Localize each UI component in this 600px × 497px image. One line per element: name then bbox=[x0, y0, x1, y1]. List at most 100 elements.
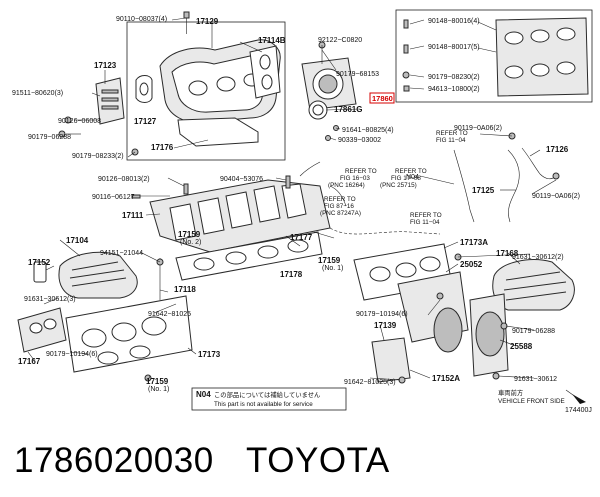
label-17114b: 17114B bbox=[258, 36, 286, 45]
front-direction-english: VEHICLE FRONT SIDE bbox=[498, 398, 565, 405]
highlight-box-17860[interactable] bbox=[369, 92, 395, 104]
label-90179-06288-right: 90179−06288 bbox=[512, 328, 555, 335]
refer-note-fig-11-04-a[interactable]: REFER TO FIG 11−04 bbox=[436, 130, 468, 144]
caption-part-number: 1786020030 bbox=[14, 441, 214, 480]
gasket-17177[interactable] bbox=[175, 231, 323, 281]
gasket-17861G[interactable] bbox=[308, 100, 328, 120]
gasket-17152[interactable] bbox=[33, 261, 47, 283]
label-17176: 17176 bbox=[151, 143, 174, 152]
front-direction-japanese: 車両前方 bbox=[498, 388, 523, 397]
stud-90126-08013[interactable] bbox=[183, 183, 189, 195]
catalytic-converter-25052[interactable] bbox=[397, 271, 469, 353]
svg-text:REFER TO: REFER TO bbox=[410, 212, 442, 219]
label-17129: 17129 bbox=[196, 17, 219, 26]
label-90179-10194-left: 90179−10194(6) bbox=[46, 351, 98, 358]
bolt-90116[interactable] bbox=[131, 194, 141, 199]
label-17159-no1-sub: (No. 1) bbox=[322, 265, 343, 272]
converter-25588[interactable] bbox=[469, 293, 509, 377]
label-90404-53076: 90404−53076 bbox=[220, 176, 263, 183]
figure-id-174400j: 174400J bbox=[565, 407, 592, 414]
washer-90179-10194[interactable] bbox=[436, 292, 444, 300]
washer-90339[interactable] bbox=[325, 135, 331, 141]
label-91631-30612-3: 91631−30612(3) bbox=[24, 296, 76, 303]
caption-brand: TOYOTA bbox=[246, 441, 390, 480]
inset-manifold-gasket[interactable] bbox=[495, 17, 589, 97]
label-91511-80620: 91511−80620(3) bbox=[12, 90, 63, 97]
label-17178: 17178 bbox=[280, 270, 303, 279]
heat-insulator-17104[interactable] bbox=[58, 251, 138, 299]
label-90116-06127: 90116−06127 bbox=[92, 194, 135, 201]
label-90339-03002: 90339−03002 bbox=[338, 137, 381, 144]
label-91641-80825: 91641−80825(4) bbox=[342, 127, 394, 134]
intake-manifold-17129[interactable] bbox=[159, 39, 281, 147]
refer-note-fig-16-03[interactable]: REFER TO FIG 16−03 (PNC 16264) bbox=[328, 168, 377, 189]
label-90110-08037: 90110−08037(4) bbox=[116, 16, 167, 23]
label-17168: 17168 bbox=[496, 249, 519, 258]
label-90126-08013: 90126−08013(2) bbox=[98, 176, 150, 183]
label-90179-68153: 90179−68153 bbox=[336, 71, 379, 78]
refer-note-fig-17-08[interactable]: REFER TO FIG 17−08 (PNC 25715) bbox=[380, 168, 427, 189]
label-17159-no2: 17159 bbox=[178, 230, 201, 239]
hose-17126[interactable] bbox=[521, 147, 557, 180]
inset-fastener-icons bbox=[402, 19, 410, 92]
label-91642-81025-3: 91642−81025(3) bbox=[344, 379, 396, 386]
label-17173: 17173 bbox=[198, 350, 221, 359]
front-direction-arrow-shaft bbox=[565, 389, 581, 401]
intake-manifold-17111[interactable] bbox=[149, 179, 331, 253]
bracket-17139[interactable] bbox=[371, 337, 411, 383]
svg-text:REFER TO: REFER TO bbox=[324, 196, 356, 203]
exhaust-manifold-17167[interactable] bbox=[17, 307, 67, 353]
gasket-17127-hole bbox=[139, 82, 149, 96]
inset-code-90179-08230: 90179−08230(2) bbox=[428, 74, 480, 81]
svg-text:REFER TO: REFER TO bbox=[436, 130, 468, 137]
label-17861g: 17861G bbox=[334, 105, 362, 114]
inset-frame bbox=[395, 9, 593, 103]
label-n04-marker: N04 bbox=[406, 174, 419, 181]
label-90179-10194-right: 90179−10194(6) bbox=[356, 311, 408, 318]
refer-note-fig-87-16[interactable]: REFER TO FIG 87−16 (PNC 87247A) bbox=[320, 196, 361, 217]
label-17167: 17167 bbox=[18, 357, 41, 366]
gasket-17173[interactable] bbox=[65, 295, 193, 373]
inset-code-90148-80017: 90148−80017(5) bbox=[428, 44, 480, 51]
inset-code-90148-80016: 90148−80016(4) bbox=[428, 18, 480, 25]
svg-text:FIG 16−03: FIG 16−03 bbox=[340, 175, 370, 182]
label-17127: 17127 bbox=[134, 117, 157, 126]
label-92122-c0820: 92122−C0820 bbox=[318, 37, 362, 44]
label-17139: 17139 bbox=[374, 321, 397, 330]
label-17123: 17123 bbox=[94, 61, 117, 70]
leader-90404 bbox=[299, 161, 321, 177]
inset-code-94613-10800: 94613−10800(2) bbox=[428, 86, 480, 93]
throttle-body-17860[interactable] bbox=[301, 57, 357, 111]
svg-text:FIG 87−16: FIG 87−16 bbox=[324, 203, 354, 210]
label-17860-highlight[interactable]: 17860 bbox=[372, 94, 393, 103]
bolt-90179-06288[interactable] bbox=[58, 130, 66, 138]
label-91631-30612: 91631−30612 bbox=[514, 376, 557, 383]
label-90179-06288: 90179−06288 bbox=[28, 134, 71, 141]
label-17173a: 17173A bbox=[460, 238, 488, 247]
svg-text:(PNC 25715): (PNC 25715) bbox=[380, 182, 417, 189]
bolt-90110[interactable] bbox=[183, 11, 190, 34]
svg-text:FIG 11−04: FIG 11−04 bbox=[436, 137, 466, 144]
label-90119-bottom: 90119−0A06(2) bbox=[532, 193, 580, 200]
label-17159-no1: 17159 bbox=[318, 256, 341, 265]
heat-insulator-17168[interactable] bbox=[492, 259, 575, 311]
label-17126: 17126 bbox=[546, 145, 569, 154]
bolt-90126-06008[interactable] bbox=[64, 116, 72, 124]
bolt-90119-bottom[interactable] bbox=[552, 172, 560, 180]
bracket-17123[interactable] bbox=[95, 77, 125, 125]
notice-box bbox=[191, 387, 347, 411]
label-17118: 17118 bbox=[174, 285, 196, 294]
gasket-17114B[interactable] bbox=[249, 45, 281, 99]
label-91631-30612-2: 91631−30612(2) bbox=[512, 254, 564, 261]
intake-group-frame bbox=[126, 21, 286, 161]
svg-text:FIG 11−04: FIG 11−04 bbox=[410, 219, 440, 226]
refer-note-fig-11-04-b[interactable]: REFER TO FIG 11−04 bbox=[410, 212, 442, 226]
svg-text:FIG 17−08: FIG 17−08 bbox=[391, 175, 421, 182]
label-91642-81025: 91642−81025 bbox=[148, 311, 191, 318]
label-17125: 17125 bbox=[472, 186, 495, 195]
bolt-90404[interactable] bbox=[285, 175, 291, 189]
label-17159-bottom: 17159 bbox=[146, 377, 169, 386]
label-17104: 17104 bbox=[66, 236, 89, 245]
